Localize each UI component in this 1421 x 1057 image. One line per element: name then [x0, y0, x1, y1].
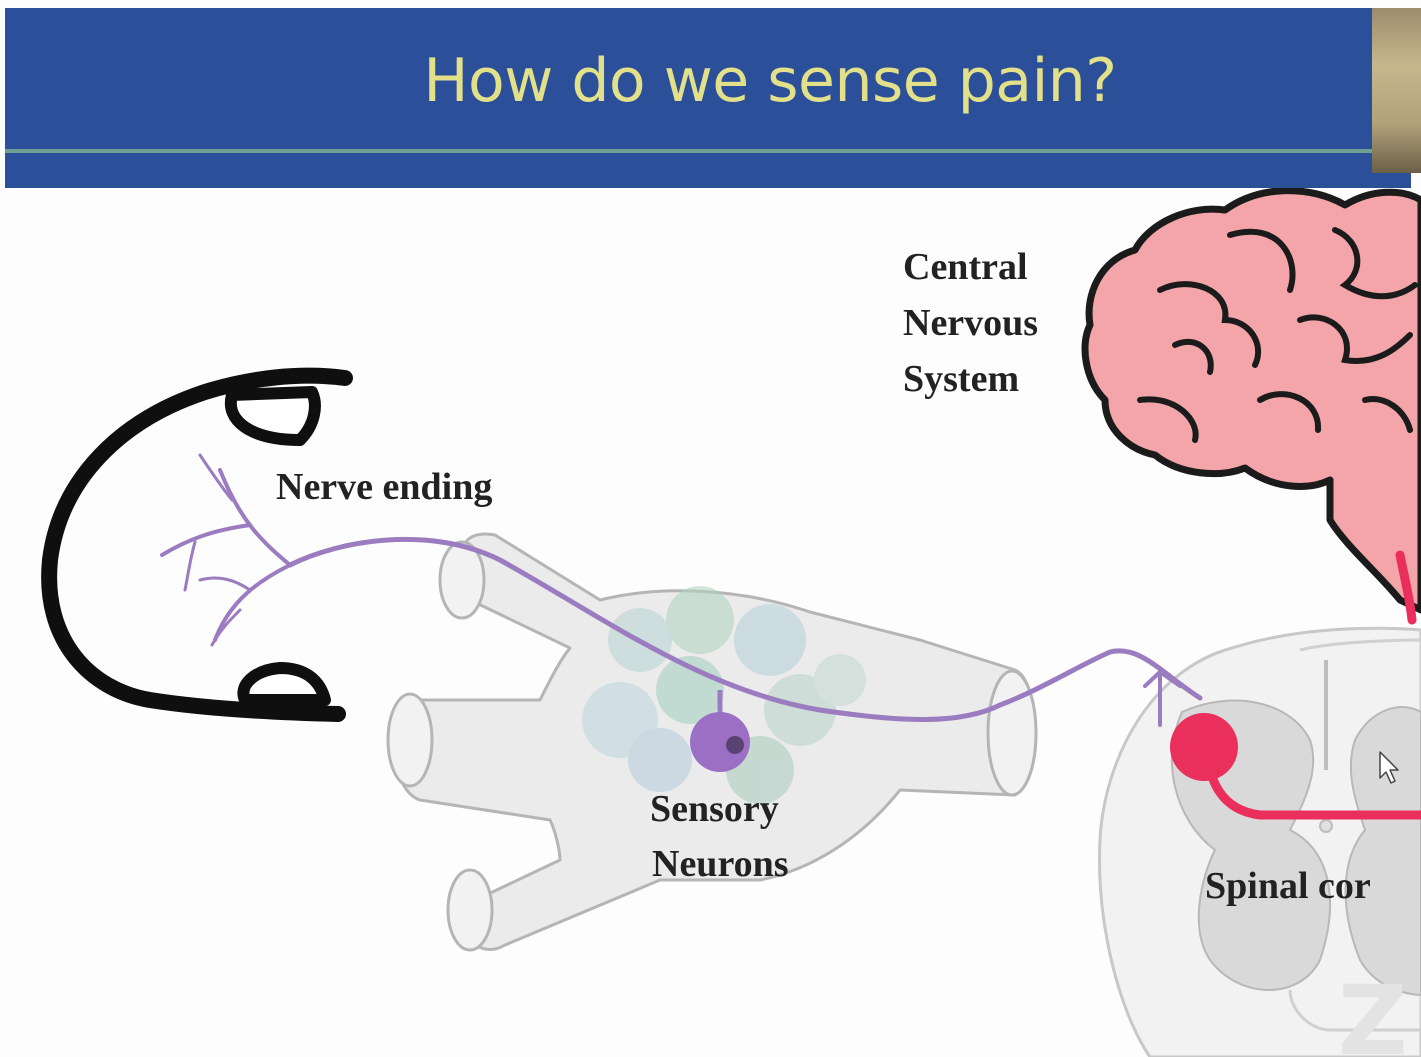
participant-video-thumbnail[interactable]: Ma	[1372, 8, 1421, 173]
skin-outline	[49, 376, 345, 714]
brain-illustration	[1085, 191, 1421, 610]
label-cns-line2: Nervous	[903, 302, 1038, 344]
label-cns-line1: Central	[903, 246, 1028, 288]
label-sensory-line2: Neurons	[652, 843, 789, 885]
slide-title: How do we sense pain?	[5, 46, 1421, 116]
slide-header: How do we sense pain?	[5, 8, 1411, 188]
label-cns-line3: System	[903, 358, 1019, 400]
label-nerve-ending: Nerve ending	[276, 466, 492, 508]
zoom-watermark: Z	[1338, 965, 1408, 1057]
label-sensory-line1: Sensory	[650, 788, 779, 830]
header-divider	[5, 149, 1375, 153]
label-spinal-cord: Spinal cor	[1205, 865, 1371, 907]
